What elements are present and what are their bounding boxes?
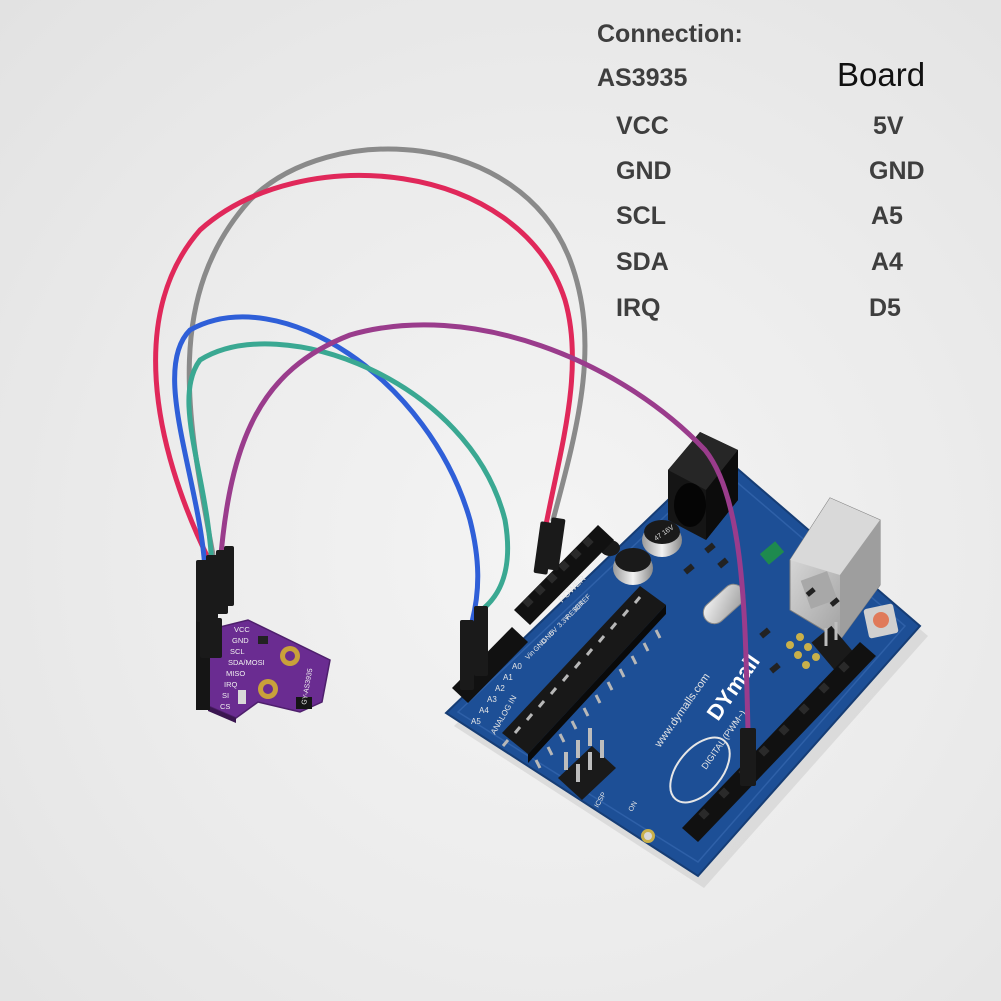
- row-sda-right: A4: [871, 248, 903, 276]
- row-sda-left: SDA: [616, 248, 669, 276]
- as3935-sensor-module: VCC GND SCL SDA/MOSI MISO IRQ SI CS GY-A…: [196, 618, 331, 723]
- usb-port: [789, 497, 881, 641]
- pin-label-a4: A4: [479, 706, 489, 715]
- sensor-pin-cs: CS: [220, 702, 230, 711]
- jumper-wires: [153, 146, 751, 733]
- wire-red: [153, 172, 575, 565]
- wire-blue: [172, 314, 481, 625]
- as3935-column-header: AS3935: [597, 64, 688, 92]
- arduino-board: 47 16V: [444, 432, 922, 878]
- pin-label-a1: A1: [503, 673, 513, 682]
- microcontroller-chip: [501, 586, 666, 769]
- board-column-header: Board: [837, 56, 926, 93]
- on-label: ON: [628, 800, 639, 813]
- sensor-pin-si: SI: [222, 691, 229, 700]
- power-jack: [668, 432, 738, 540]
- row-irq-right: D5: [869, 294, 901, 322]
- sensor-pin-vcc: VCC: [234, 625, 250, 634]
- row-gnd-left: GND: [616, 157, 672, 185]
- row-gnd-right: GND: [869, 157, 925, 185]
- wire-connectors: [196, 517, 756, 786]
- connection-title: Connection:: [597, 20, 743, 48]
- pin-label-a2: A2: [495, 684, 505, 693]
- row-irq-left: IRQ: [616, 294, 661, 322]
- sensor-pin-sda: SDA/MOSI: [228, 658, 265, 667]
- wire-purple: [217, 322, 751, 733]
- row-vcc-right: 5V: [873, 112, 904, 140]
- sensor-pin-irq: IRQ: [224, 680, 238, 689]
- row-scl-right: A5: [871, 202, 903, 230]
- sensor-pin-miso: MISO: [226, 669, 245, 678]
- pin-label-a5: A5: [471, 717, 481, 726]
- wire-gray: [186, 146, 588, 563]
- pin-label-a0: A0: [512, 662, 522, 671]
- row-scl-left: SCL: [616, 202, 666, 230]
- pin-label-5v: 5V: [548, 626, 559, 637]
- row-vcc-left: VCC: [616, 112, 669, 140]
- reset-button: [863, 603, 899, 639]
- pin-label-a3: A3: [487, 695, 497, 704]
- sensor-pin-scl: SCL: [230, 647, 245, 656]
- sensor-pin-gnd: GND: [232, 636, 249, 645]
- icsp-header-top: [786, 633, 820, 669]
- wire-teal: [186, 341, 511, 611]
